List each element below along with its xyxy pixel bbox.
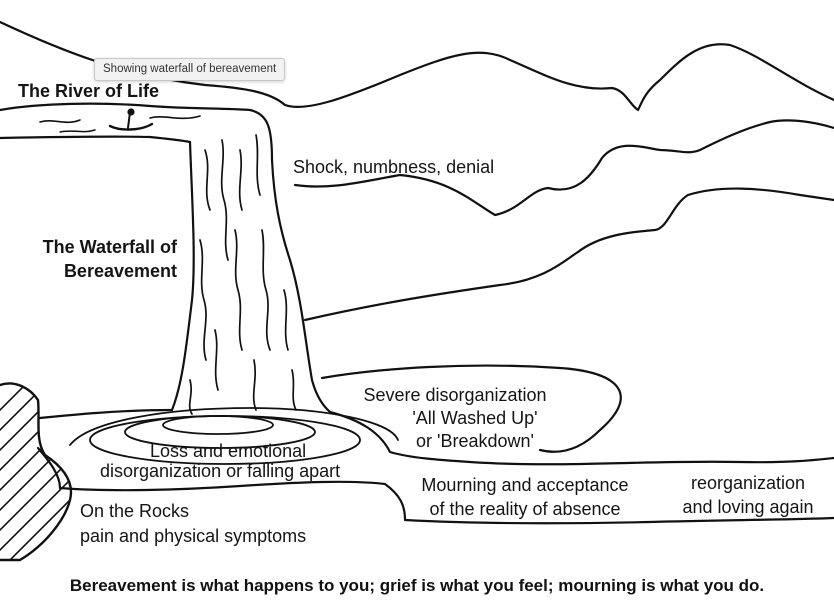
rocks: [0, 382, 73, 562]
river-of-life-label: The River of Life: [18, 81, 160, 101]
waterfall-stream: [188, 379, 193, 415]
mourning-label-line2: of the reality of absence: [429, 499, 621, 519]
reorganization-label-line2: and loving again: [682, 497, 814, 517]
pool-ripple: [89, 415, 361, 465]
severe-label-line1: Severe disorganization: [363, 385, 547, 405]
pool-ripple: [162, 415, 274, 435]
mountain-ridge-mid: [293, 119, 834, 217]
waterfall-stream: [204, 149, 211, 211]
lower-river-top: [38, 408, 834, 466]
waterfall-label-line1: The Waterfall of: [42, 237, 177, 257]
severe-label-line3: or 'Breakdown': [416, 431, 534, 451]
severe-eddy: [320, 364, 622, 453]
footer-caption: Bereavement is what happens to you; grie…: [69, 576, 765, 595]
waterfall-stream: [234, 229, 243, 351]
loss-label-line1: Loss and emotional: [150, 441, 307, 461]
waterfall-stream: [238, 149, 243, 211]
waterfall-stream: [220, 139, 229, 261]
waterfall-left-edge: [170, 140, 195, 412]
waterfall-stream: [291, 369, 297, 411]
reorganization-label-line1: reorganization: [690, 473, 806, 493]
shock-label: Shock, numbness, denial: [293, 157, 495, 177]
waterfall-stream: [283, 289, 289, 351]
waterfall-label-line2: Bereavement: [63, 261, 177, 281]
loss-label-line2: disorganization or falling apart: [100, 461, 341, 481]
waterfall-stream: [199, 239, 207, 361]
rocks-label-line2: pain and physical symptoms: [80, 526, 307, 546]
river-current-2: [149, 115, 201, 120]
severe-label-line2: 'All Washed Up': [412, 408, 538, 428]
waterfall-stream: [255, 134, 261, 196]
river-bottom-bank: [0, 135, 192, 144]
waterfall-stream: [261, 229, 271, 351]
river-current-1: [39, 119, 81, 124]
lower-river-bottom: [58, 480, 834, 525]
paddler-head: [127, 108, 135, 116]
mourning-label-line1: Mourning and acceptance: [421, 475, 629, 495]
waterfall-stream: [214, 329, 219, 391]
waterfall-right-edge: [270, 158, 332, 414]
river-current-3: [59, 129, 96, 133]
pool-ripple: [69, 407, 399, 446]
mountain-ridge-back: [0, 20, 834, 112]
mountain-ridge-front: [303, 187, 834, 322]
lower-river-left: [36, 446, 62, 490]
image-tooltip: Showing waterfall of bereavement: [94, 58, 286, 81]
canoe: [108, 122, 154, 131]
rocks-label-line1: On the Rocks: [80, 501, 190, 521]
river-top-bank: [0, 102, 274, 162]
waterfall-stream: [252, 359, 257, 411]
